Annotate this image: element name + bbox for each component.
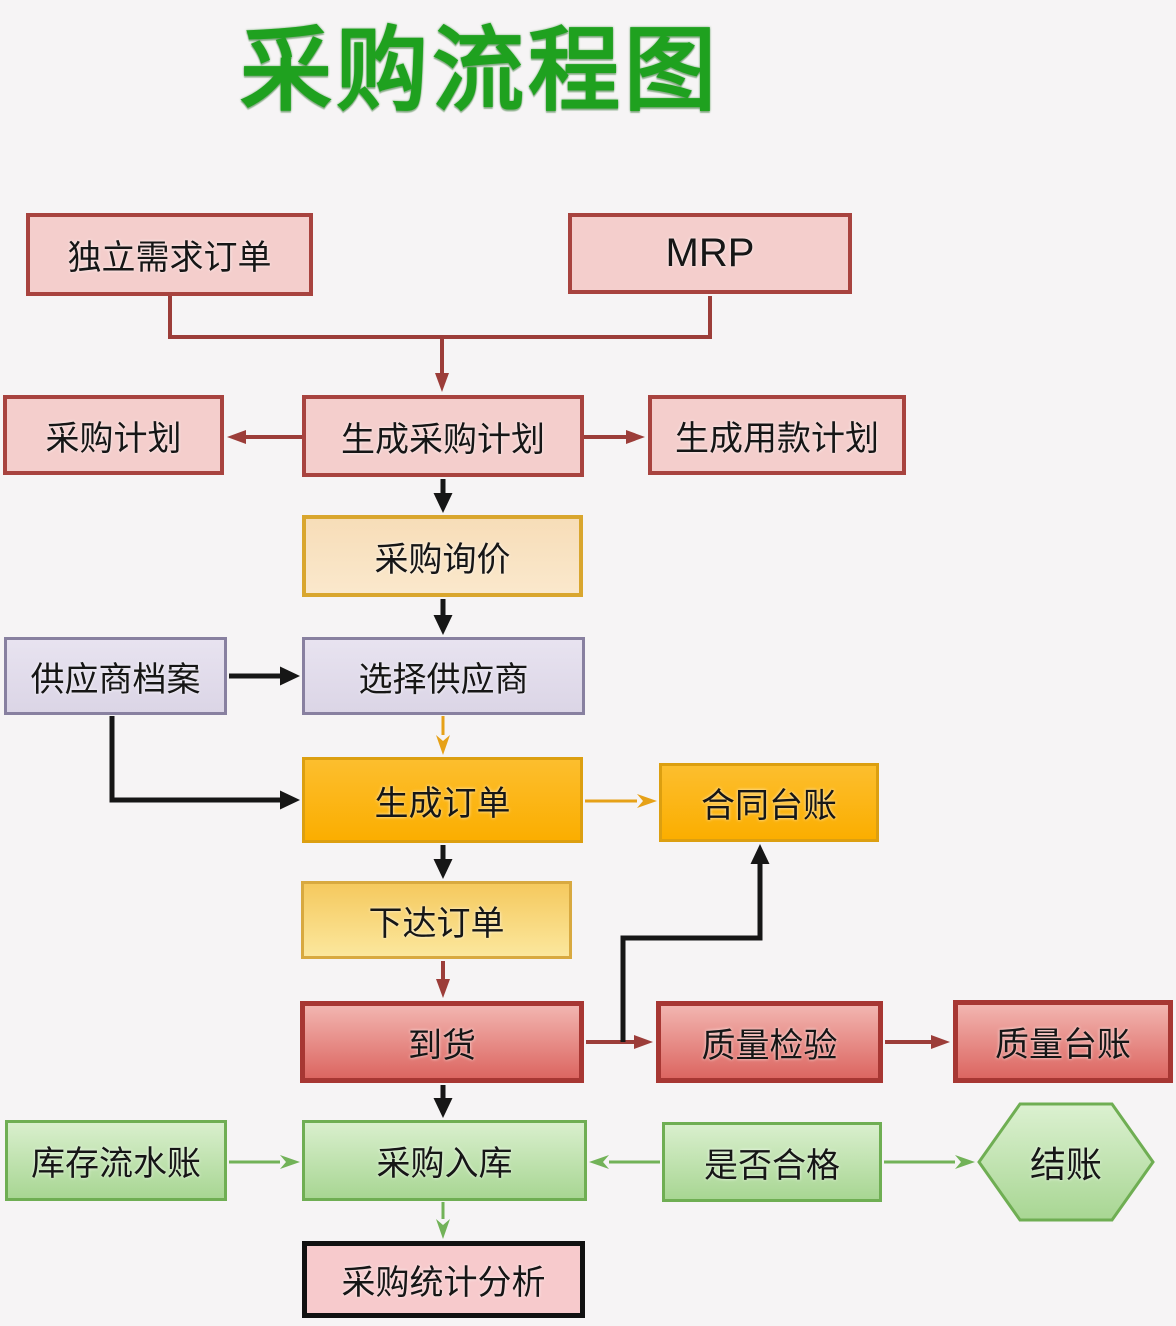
node-independent-demand-order: 独立需求订单 (26, 213, 313, 296)
node-generate-purchase-plan: 生成采购计划 (302, 395, 584, 477)
hexagon-shape (977, 1102, 1155, 1222)
node-generate-payment-plan: 生成用款计划 (648, 395, 906, 475)
node-label: MRP (665, 231, 755, 275)
node-label: 下达订单 (368, 904, 505, 943)
page-title: 采购流程图 (239, 19, 720, 122)
node-label: 采购询价 (374, 540, 511, 579)
node-quality-inspection: 质量检验 (656, 1001, 883, 1083)
node-supplier-archive: 供应商档案 (4, 637, 227, 715)
connector-top-junction (168, 296, 712, 339)
node-purchase-statistics: 采购统计分析 (302, 1241, 585, 1318)
node-generate-order: 生成订单 (302, 757, 583, 843)
node-release-order: 下达订单 (301, 881, 572, 959)
node-mrp: MRP (568, 213, 852, 294)
node-purchase-plan: 采购计划 (3, 395, 224, 475)
connector-archive-to-generate-order (109, 716, 300, 810)
node-label: 供应商档案 (30, 660, 201, 699)
node-contract-ledger: 合同台账 (659, 763, 879, 842)
node-settle-account: 结账 (977, 1102, 1155, 1222)
node-label: 采购统计分析 (341, 1264, 546, 1302)
node-inventory-journal: 库存流水账 (5, 1120, 227, 1201)
node-label: 独立需求订单 (67, 239, 272, 277)
node-purchase-inquiry: 采购询价 (302, 515, 583, 597)
node-label: 结账 (1029, 1144, 1102, 1185)
node-label: 生成订单 (374, 784, 511, 823)
node-qualified-check: 是否合格 (662, 1122, 882, 1202)
node-label: 到货 (408, 1026, 476, 1065)
node-label: 合同台账 (701, 787, 837, 825)
node-quality-ledger: 质量台账 (953, 1000, 1173, 1083)
node-label: 采购计划 (45, 419, 182, 458)
node-label: 选择供应商 (358, 660, 529, 699)
node-select-supplier: 选择供应商 (302, 637, 585, 715)
node-label: 质量检验 (701, 1026, 838, 1065)
node-label: 采购入库 (376, 1145, 513, 1183)
node-purchase-warehousing: 采购入库 (302, 1120, 587, 1201)
node-label: 生成采购计划 (341, 420, 545, 459)
node-goods-arrival: 到货 (300, 1001, 584, 1083)
node-label: 生成用款计划 (675, 419, 879, 458)
node-label: 是否合格 (704, 1146, 840, 1185)
node-label: 质量台账 (995, 1026, 1131, 1064)
node-label: 库存流水账 (31, 1145, 201, 1183)
